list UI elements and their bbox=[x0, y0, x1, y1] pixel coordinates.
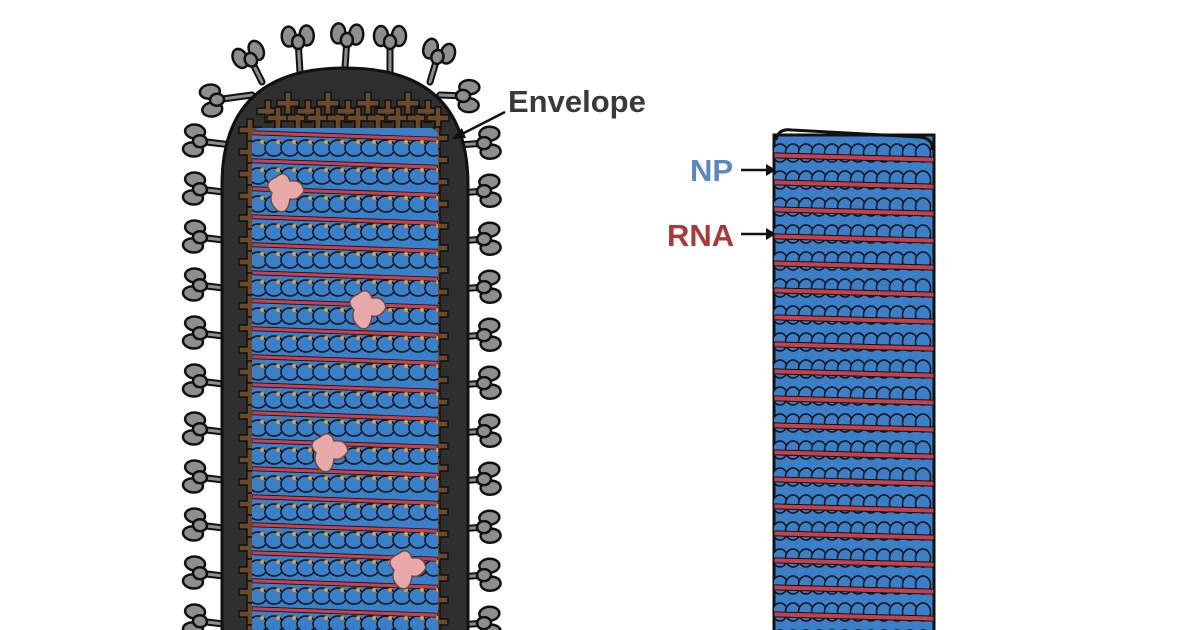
envelope-arrowhead bbox=[452, 128, 466, 139]
np-rna-strand bbox=[774, 314, 934, 325]
polymerase-proteins bbox=[267, 173, 427, 590]
np-rna-strand bbox=[774, 449, 934, 460]
np-rna-strand bbox=[774, 503, 934, 514]
polymerase-protein bbox=[267, 173, 305, 213]
np-rna-strand bbox=[774, 611, 934, 622]
rna-strand bbox=[252, 578, 438, 590]
np-rna-strand bbox=[774, 530, 934, 541]
matrix-protein bbox=[256, 99, 280, 123]
glycoprotein-spike bbox=[372, 24, 408, 76]
matrix-protein bbox=[246, 624, 254, 630]
glycoprotein-spike bbox=[421, 37, 457, 86]
rna-strand bbox=[252, 382, 438, 394]
glycoprotein-spike bbox=[231, 39, 266, 86]
np-rna-strand bbox=[774, 233, 934, 244]
rna-arrowhead bbox=[766, 228, 776, 240]
nucleoprotein-coils bbox=[774, 143, 934, 630]
glycoprotein-spike bbox=[454, 413, 502, 448]
glycoprotein-spike bbox=[198, 83, 256, 118]
matrix-protein bbox=[396, 91, 420, 115]
rna-annotation: RNA bbox=[667, 218, 776, 253]
nucleoprotein-subunit bbox=[344, 615, 364, 630]
np-rna-strand bbox=[774, 179, 934, 190]
glycoprotein-spike bbox=[181, 603, 236, 630]
rna-strand bbox=[252, 242, 438, 254]
nucleoprotein-subunit bbox=[312, 615, 332, 630]
rna-strand bbox=[252, 494, 438, 506]
nucleoprotein-subunit bbox=[296, 615, 316, 630]
virion-cross-section bbox=[181, 22, 502, 630]
envelope-annotation: Envelope bbox=[452, 84, 646, 139]
glycoprotein-spike bbox=[181, 363, 236, 398]
glycoprotein-spike bbox=[454, 509, 502, 544]
np-label: NP bbox=[690, 153, 733, 188]
np-rna-strand bbox=[774, 557, 934, 568]
rna-strand bbox=[252, 158, 438, 170]
rna-strand bbox=[252, 522, 438, 534]
matrix-protein bbox=[426, 106, 450, 130]
np-arrowhead bbox=[766, 164, 776, 176]
inner-nucleocapsid bbox=[252, 128, 438, 630]
np-rna-strand bbox=[774, 287, 934, 298]
nucleoprotein-subunit bbox=[360, 615, 380, 630]
matrix-protein bbox=[416, 99, 440, 123]
rna-strand bbox=[252, 410, 438, 422]
rna-strand bbox=[252, 298, 438, 310]
rna-strand bbox=[252, 130, 438, 142]
glycoprotein-spike bbox=[181, 555, 236, 590]
polymerase-protein bbox=[389, 550, 427, 590]
envelope-arrow bbox=[457, 110, 506, 138]
nucleocapsid-top-cap bbox=[774, 128, 934, 151]
matrix-protein bbox=[296, 99, 320, 123]
np-rna-strand bbox=[774, 260, 934, 271]
glycoprotein-spike bbox=[280, 24, 315, 76]
glycoprotein-spike bbox=[436, 78, 481, 114]
glycoprotein-spike bbox=[330, 22, 365, 72]
rna-strand bbox=[252, 354, 438, 366]
matrix-protein bbox=[276, 91, 300, 115]
np-rna-strand bbox=[774, 395, 934, 406]
np-rna-strand bbox=[774, 584, 934, 595]
polymerase-protein bbox=[311, 433, 349, 473]
nucleoprotein-subunit bbox=[392, 615, 412, 630]
nucleoprotein-subunit bbox=[280, 615, 300, 630]
glycoprotein-spike bbox=[454, 221, 502, 256]
rna-label: RNA bbox=[667, 218, 734, 253]
rna-strand bbox=[252, 606, 438, 618]
nucleoprotein-subunit bbox=[264, 615, 284, 630]
np-annotation: NP bbox=[690, 153, 776, 188]
np-rna-strand bbox=[774, 476, 934, 487]
rna-strand bbox=[252, 214, 438, 226]
np-rna-strand bbox=[774, 368, 934, 379]
np-rna-strand bbox=[774, 152, 934, 163]
rna-strand bbox=[252, 326, 438, 338]
matrix-protein bbox=[356, 91, 380, 115]
matrix-protein bbox=[376, 99, 400, 123]
rna-strand bbox=[252, 466, 438, 478]
isolated-nucleocapsid bbox=[772, 128, 936, 630]
nucleoprotein-subunit bbox=[376, 615, 396, 630]
polymerase-protein bbox=[349, 290, 387, 330]
nucleoprotein-subunit bbox=[328, 615, 348, 630]
np-rna-strand bbox=[774, 341, 934, 352]
matrix-protein bbox=[316, 91, 340, 115]
rna-strand bbox=[252, 270, 438, 282]
nucleoprotein-subunit bbox=[408, 615, 428, 630]
nucleocapsid-body bbox=[772, 133, 936, 630]
np-rna-strand bbox=[774, 206, 934, 217]
glycoprotein-spike bbox=[454, 557, 502, 592]
envelope-label: Envelope bbox=[508, 84, 646, 119]
glycoprotein-spike bbox=[454, 173, 502, 208]
matrix-protein bbox=[336, 99, 360, 123]
np-rna-strand bbox=[774, 422, 934, 433]
